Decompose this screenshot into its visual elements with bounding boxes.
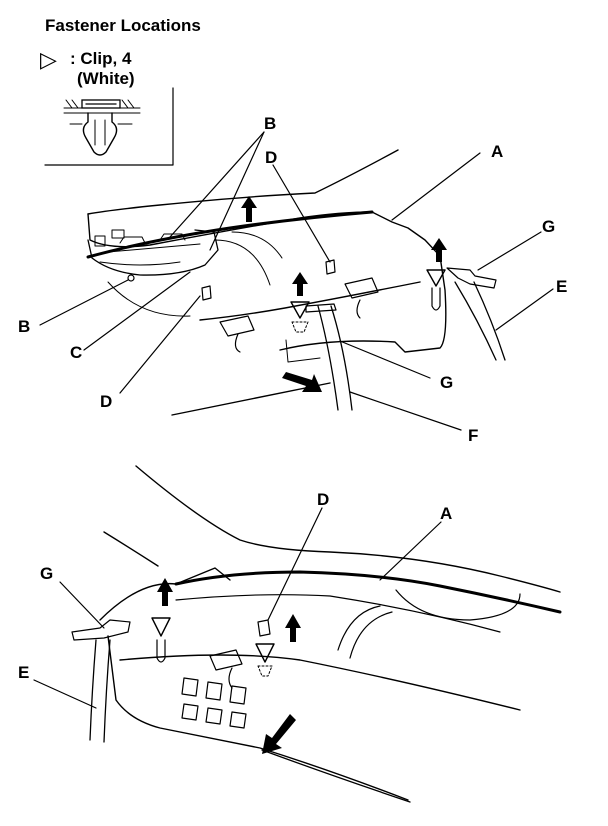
clip-detail-inset [44,87,174,166]
callout-g-bottom: G [40,564,53,583]
callout-f: F [468,426,478,445]
callout-a-top: A [491,142,503,161]
top-view-leaders [39,131,554,431]
callout-b-top: B [264,114,276,133]
bottom-view-leaders [33,507,442,709]
callout-e-bottom: E [18,663,29,682]
top-view-callouts: B D A G E B C D G F [18,114,567,445]
clip-label: : Clip, 4 [70,49,132,68]
fastener-legend: Fastener Locations ▷ : Clip, 4 (White) [40,16,201,88]
callout-g-top: G [542,217,555,236]
legend-title: Fastener Locations [45,16,201,35]
callout-d-bottom: D [317,490,329,509]
callout-g-mid: G [440,373,453,392]
clip-color-label: (White) [77,69,135,88]
clip-symbol-icon: ▷ [40,47,57,72]
callout-a-bottom: A [440,504,452,523]
callout-e-top: E [556,277,567,296]
bottom-view-assembly [71,465,562,803]
callout-c: C [70,343,82,362]
callout-d-left: D [100,392,112,411]
callout-d-top: D [265,148,277,167]
bottom-view-callouts: D A G E [18,490,452,682]
top-view-assembly [86,149,506,416]
callout-b-left: B [18,317,30,336]
